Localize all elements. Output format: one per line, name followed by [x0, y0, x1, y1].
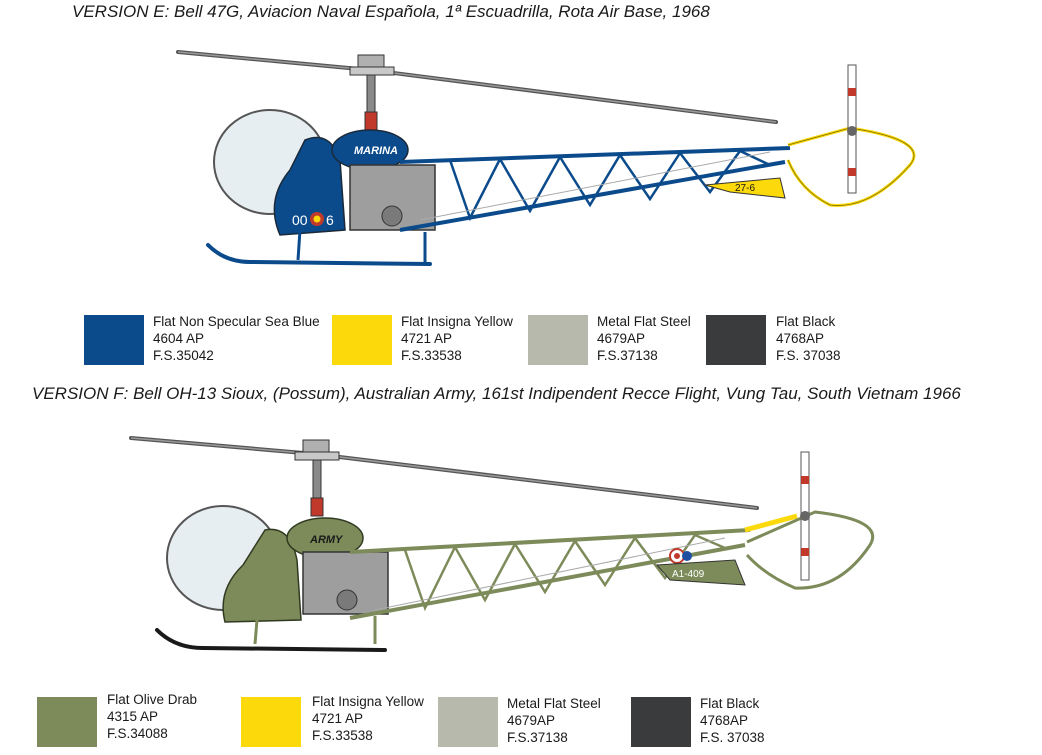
color-fs: F.S.33538 — [312, 728, 373, 743]
color-swatch-e-3 — [528, 315, 588, 365]
color-label-e-3: Metal Flat Steel 4679AP F.S.37138 — [597, 313, 691, 364]
color-label-e-2: Flat Insigna Yellow 4721 AP F.S.33538 — [401, 313, 513, 364]
color-name: Metal Flat Steel — [597, 314, 691, 329]
color-fs: F.S. 37038 — [700, 730, 765, 745]
color-swatch-e-4 — [706, 315, 766, 365]
color-fs: F.S.37138 — [597, 348, 658, 363]
color-name: Flat Olive Drab — [107, 692, 198, 707]
serial-marking: 00 — [292, 212, 308, 228]
color-code: 4604 AP — [153, 331, 205, 346]
nose-marking-army: ARMY — [309, 534, 344, 546]
color-code: 4679AP — [597, 331, 646, 346]
version-f-title: VERSION F: Bell OH-13 Sioux, (Possum), A… — [32, 384, 961, 403]
helicopter-illustration-version-f: ARMY A1-409 — [129, 436, 875, 652]
color-code: 4768AP — [700, 713, 749, 728]
helicopter-illustration-version-e: MARINA 00 6 27-6 — [176, 50, 916, 266]
color-name: Flat Non Specular Sea Blue — [153, 314, 320, 329]
color-swatch-e-2 — [332, 315, 392, 365]
color-fs: F.S.37138 — [507, 730, 568, 745]
color-label-f-1: Flat Olive Drab 4315 AP F.S.34088 — [107, 691, 197, 742]
color-swatch-f-4 — [631, 697, 691, 747]
tail-code-marking: 27-6 — [735, 183, 755, 194]
color-name: Metal Flat Steel — [507, 696, 601, 711]
color-name: Flat Insigna Yellow — [401, 314, 513, 329]
color-fs: F.S.33538 — [401, 348, 462, 363]
color-label-e-4: Flat Black 4768AP F.S. 37038 — [776, 313, 841, 364]
number-marking: 6 — [326, 212, 334, 228]
color-label-f-2: Flat Insigna Yellow 4721 AP F.S.33538 — [312, 693, 424, 744]
color-name: Flat Black — [776, 314, 836, 329]
color-fs: F.S. 37038 — [776, 348, 841, 363]
color-code: 4315 AP — [107, 709, 159, 724]
color-label-f-3: Metal Flat Steel 4679AP F.S.37138 — [507, 695, 601, 746]
color-fs: F.S.35042 — [153, 348, 214, 363]
color-code: 4768AP — [776, 331, 825, 346]
color-code: 4721 AP — [312, 711, 364, 726]
color-code: 4679AP — [507, 713, 556, 728]
color-label-e-1: Flat Non Specular Sea Blue 4604 AP F.S.3… — [153, 313, 320, 364]
color-swatch-f-2 — [241, 697, 301, 747]
color-swatch-f-1 — [37, 697, 97, 747]
color-name: Flat Black — [700, 696, 760, 711]
nose-marking-marina: MARINA — [354, 145, 398, 157]
color-code: 4721 AP — [401, 331, 453, 346]
color-name: Flat Insigna Yellow — [312, 694, 424, 709]
color-swatch-f-3 — [438, 697, 498, 747]
color-label-f-4: Flat Black 4768AP F.S. 37038 — [700, 695, 765, 746]
color-swatch-e-1 — [84, 315, 144, 365]
tail-code-marking: A1-409 — [672, 569, 705, 580]
version-e-title: VERSION E: Bell 47G, Aviacion Naval Espa… — [72, 2, 710, 21]
color-fs: F.S.34088 — [107, 726, 168, 741]
